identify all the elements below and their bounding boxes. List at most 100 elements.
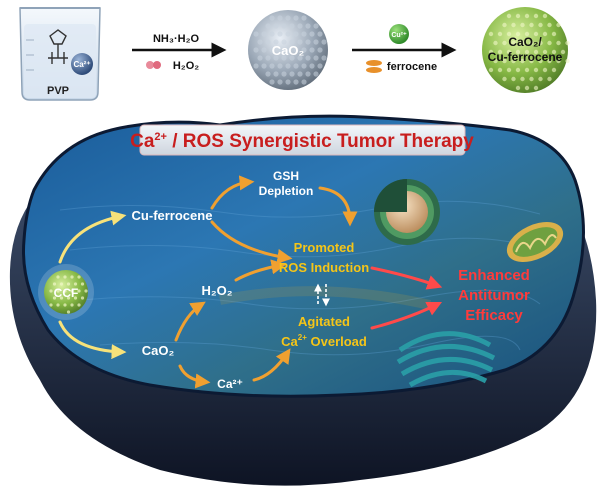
sphere-bead: [297, 23, 302, 28]
sphere-bead: [257, 39, 262, 44]
sphere-bead: [565, 41, 569, 45]
sphere-bead: [305, 39, 310, 44]
copper-ion-label: Cu²⁺: [391, 32, 407, 39]
sphere-bead: [507, 68, 511, 72]
sphere-bead: [285, 15, 290, 20]
sphere-bead: [309, 31, 314, 36]
sphere-bead: [277, 63, 282, 68]
outcome-label-line2: Antitumor: [458, 287, 530, 304]
therapy-title-banner: Ca2+ / ROS Synergistic Tumor Therapy: [130, 125, 474, 155]
sphere-bead: [498, 32, 502, 36]
sphere-bead: [502, 77, 506, 81]
sphere-bead: [529, 23, 533, 27]
sphere-bead: [293, 15, 298, 20]
overload-label-line1: Agitated: [298, 314, 350, 329]
sphere-bead: [309, 63, 314, 68]
sphere-bead: [543, 32, 547, 36]
sphere-bead: [261, 47, 266, 52]
sphere-bead: [269, 79, 274, 84]
sphere-bead: [556, 23, 560, 27]
cao2-label: CaO₂: [142, 343, 175, 358]
cell-nucleus-icon: [374, 179, 440, 245]
peroxide-molecule-icon: [146, 61, 161, 69]
sphere-bead: [538, 77, 542, 81]
sphere-bead: [547, 23, 551, 27]
sphere-bead: [63, 303, 66, 306]
sphere-bead: [297, 71, 302, 76]
sphere-bead: [525, 86, 529, 90]
sphere-bead: [261, 63, 266, 68]
sphere-bead: [520, 77, 524, 81]
sphere-bead: [313, 23, 318, 28]
sphere-bead: [305, 71, 310, 76]
product2-label-line2: Cu-ferrocene: [488, 50, 563, 64]
therapy-title: Ca2+ / ROS Synergistic Tumor Therapy: [130, 131, 474, 152]
sphere-bead: [269, 15, 274, 20]
sphere-bead: [543, 68, 547, 72]
sphere-bead: [301, 31, 306, 36]
sphere-bead: [49, 303, 52, 306]
sphere-bead: [77, 275, 80, 278]
sphere-bead: [273, 71, 278, 76]
cu-ferrocene-label: Cu-ferrocene: [132, 208, 213, 223]
sphere-bead: [285, 31, 290, 36]
sphere-bead: [301, 79, 306, 84]
sphere-bead: [516, 86, 520, 90]
sphere-bead: [534, 68, 538, 72]
sphere-bead: [285, 79, 290, 84]
sphere-bead: [552, 32, 556, 36]
product2-label-line1: CaO₂/: [508, 35, 542, 49]
sphere-bead: [257, 55, 262, 60]
sphere-bead: [49, 289, 52, 292]
sphere-bead: [502, 23, 506, 27]
overload-label-line2: Ca2+ Overload: [281, 333, 367, 349]
reagent-peroxide: H₂O₂: [173, 60, 199, 72]
h2o2-label: H₂O₂: [201, 283, 232, 298]
sphere-bead: [321, 55, 326, 60]
sphere-bead: [261, 31, 266, 36]
sphere-bead: [70, 303, 73, 306]
sphere-bead: [511, 23, 515, 27]
sphere-bead: [289, 71, 294, 76]
sphere-bead: [534, 86, 538, 90]
sphere-bead: [565, 59, 569, 63]
sphere-bead: [70, 275, 73, 278]
sphere-bead: [313, 55, 318, 60]
sphere-bead: [543, 14, 547, 18]
sphere-bead: [67, 310, 70, 313]
sphere-bead: [547, 41, 551, 45]
sphere-bead: [321, 39, 326, 44]
ros-label-line2: ROS Induction: [279, 260, 369, 275]
sphere-bead: [547, 77, 551, 81]
sphere-bead: [269, 63, 274, 68]
product1-label: CaO₂: [272, 43, 305, 58]
sphere-bead: [84, 289, 87, 292]
sphere-bead: [520, 23, 524, 27]
sphere-bead: [529, 77, 533, 81]
sphere-bead: [556, 41, 560, 45]
ccf-label: CCF: [54, 286, 79, 300]
sphere-bead: [293, 31, 298, 36]
sphere-bead: [253, 47, 258, 52]
sphere-bead: [56, 303, 59, 306]
sphere-bead: [285, 63, 290, 68]
sphere-bead: [301, 63, 306, 68]
sphere-bead: [273, 23, 278, 28]
ferrocene-icon: [366, 60, 382, 73]
sphere-bead: [552, 68, 556, 72]
gsh-label-line2: Depletion: [259, 184, 314, 198]
sphere-bead: [511, 77, 515, 81]
outcome-label-line1: Enhanced: [458, 267, 530, 284]
sphere-bead: [265, 39, 270, 44]
sphere-bead: [265, 23, 270, 28]
sphere-bead: [293, 79, 298, 84]
sphere-bead: [265, 55, 270, 60]
sphere-bead: [63, 275, 66, 278]
synthesis-row: Ca²⁺ PVP NH₃·H₂O H₂O₂ CaO₂ Cu²⁺ ferrocen…: [20, 7, 570, 100]
sphere-bead: [538, 23, 542, 27]
sphere-bead: [534, 14, 538, 18]
tumor-surface: [24, 116, 584, 396]
sphere-bead: [265, 71, 270, 76]
sphere-bead: [317, 47, 322, 52]
sphere-bead: [502, 41, 506, 45]
